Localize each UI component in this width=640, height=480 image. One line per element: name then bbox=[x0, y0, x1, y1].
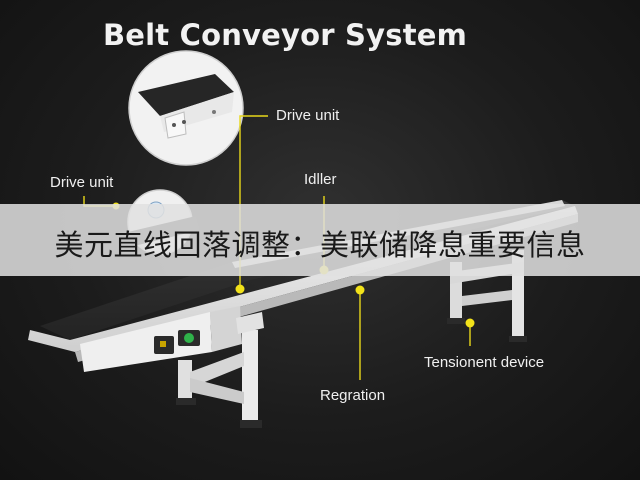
label-regration: Regration bbox=[320, 387, 386, 404]
marker-drive-unit bbox=[235, 284, 245, 294]
overlay-banner bbox=[0, 204, 640, 276]
label-drive-unit-left: Drive unit bbox=[50, 174, 114, 191]
left-support-legs bbox=[176, 330, 262, 428]
drive-box bbox=[80, 306, 242, 372]
diagram-title: Belt Conveyor System bbox=[102, 18, 468, 52]
label-idler: Idller bbox=[304, 171, 337, 188]
marker-regration bbox=[355, 285, 365, 295]
label-drive-unit-top: Drive unit bbox=[276, 107, 340, 124]
marker-tensioner bbox=[465, 318, 475, 328]
power-indicator bbox=[184, 333, 194, 343]
overlay-banner-text: 美元直线回落调整：美联储降息重要信息 bbox=[54, 228, 586, 262]
drive-unit-zoom-top bbox=[128, 50, 244, 166]
label-tensioner: Tensionent device bbox=[424, 354, 545, 371]
